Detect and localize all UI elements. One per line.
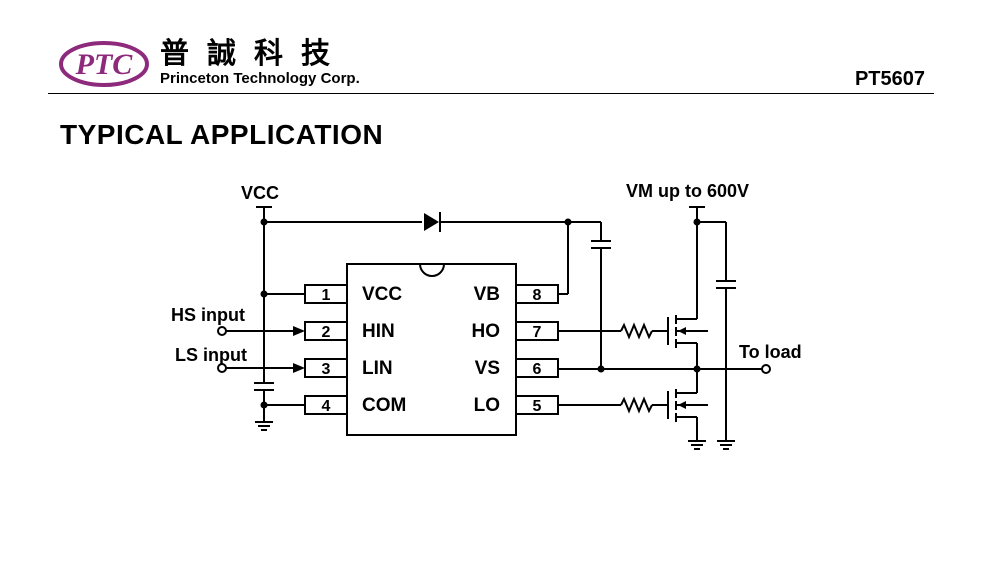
arrow-right-icon [293, 326, 305, 336]
vcc-decoupling-capacitor [254, 382, 305, 431]
vm-rail: VM up to 600V [626, 181, 749, 281]
vcc-rail: VCC [241, 183, 422, 383]
document-id: PT5607 [854, 68, 925, 90]
ptc-logo-icon: PTC [59, 41, 149, 87]
pin-6: 6 VS [475, 358, 559, 379]
high-side-mosfet [667, 222, 708, 369]
pin-8: 8 VB [474, 284, 559, 305]
bootstrap-diode [424, 212, 602, 295]
pin-number: 8 [533, 287, 542, 304]
high-side-gate-resistor [558, 322, 668, 340]
pin-2: 2 HIN [304, 321, 395, 342]
pin-name: LO [474, 395, 500, 416]
pin-3: 3 LIN [304, 358, 393, 379]
vcc-label: VCC [241, 183, 279, 203]
pin-number: 5 [533, 398, 542, 415]
pin-name: HO [472, 321, 501, 342]
ground-icon [688, 440, 706, 450]
bootstrap-capacitor [591, 240, 611, 373]
pin-name: VS [475, 358, 500, 379]
pin-1: 1 VCC [304, 284, 402, 305]
pin-number: 7 [533, 324, 542, 341]
vm-bulk-capacitor [716, 280, 736, 450]
to-load-label: To load [739, 342, 802, 362]
page-header: PTC 普誠科技 Princeton Technology Corp. PT56… [0, 0, 991, 100]
pin-name: VB [474, 284, 500, 305]
pt5607-ic [346, 263, 517, 436]
ls-input-terminal-icon [217, 363, 227, 373]
pin-number: 6 [533, 361, 542, 378]
company-logo: PTC [58, 40, 150, 88]
logo-text: PTC [75, 48, 134, 81]
pin-4: 4 COM [304, 395, 406, 416]
company-name-chinese: 普誠科技 [160, 36, 349, 70]
pin-number: 3 [322, 361, 331, 378]
pin-5: 5 LO [474, 395, 559, 416]
ls-input-label: LS input [175, 345, 247, 365]
pin-number: 1 [322, 287, 331, 304]
pin-number: 2 [322, 324, 331, 341]
pin-name: VCC [362, 284, 402, 305]
hs-input-label: HS input [171, 305, 245, 325]
pin-name: COM [362, 395, 406, 416]
vm-label: VM up to 600V [626, 181, 749, 201]
hs-input: HS input [171, 305, 305, 336]
pin-number: 4 [322, 398, 331, 415]
hs-input-terminal-icon [217, 326, 227, 336]
ground-icon [255, 421, 273, 431]
ground-icon [717, 440, 735, 450]
pin-7: 7 HO [472, 321, 559, 342]
load-terminal-icon [761, 364, 771, 374]
header-divider [48, 93, 934, 94]
pin-name: LIN [362, 358, 393, 379]
vs-output-line: To load [558, 342, 802, 374]
low-side-gate-resistor [558, 396, 668, 414]
ls-input: LS input [175, 345, 305, 373]
section-title: TYPICAL APPLICATION [60, 119, 384, 150]
arrow-right-icon [293, 363, 305, 373]
low-side-mosfet [667, 369, 708, 450]
company-name-english: Princeton Technology Corp. [160, 70, 360, 87]
pin-name: HIN [362, 321, 395, 342]
